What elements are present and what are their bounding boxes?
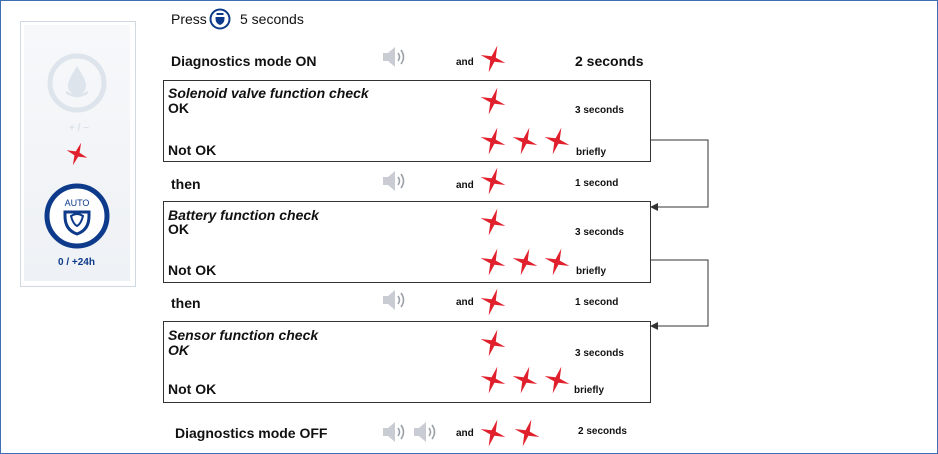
then-label: then (171, 176, 201, 192)
speaker-icon (383, 422, 405, 442)
not-ok-duration: briefly (574, 385, 605, 396)
and-label: and (456, 428, 474, 439)
led-star-icon (480, 127, 506, 155)
water-drop-button-icon (47, 53, 107, 113)
led-star-icon (480, 329, 506, 357)
check-title: Sensor function check (168, 327, 319, 343)
then-duration: 1 second (575, 297, 619, 308)
speaker-icon (383, 290, 405, 310)
and-label: and (456, 297, 474, 308)
check-title: Battery function check (168, 207, 319, 223)
not-ok-duration: briefly (576, 266, 607, 277)
speaker-icon (414, 422, 436, 442)
led-star-icon (512, 366, 538, 394)
not-ok-duration: briefly (576, 147, 607, 158)
led-star-icon (514, 419, 540, 447)
svg-text:AUTO: AUTO (65, 198, 90, 208)
solenoid-check-box (163, 80, 651, 162)
then-label: then (171, 295, 201, 311)
led-star-icon (480, 208, 506, 236)
ok-duration: 3 seconds (575, 227, 624, 238)
led-star-icon (512, 248, 538, 276)
auto-button-icon: AUTO (44, 183, 110, 249)
press-duration: 5 seconds (240, 11, 304, 27)
ok-label: OK (168, 342, 189, 358)
diagnostics-on-label: Diagnostics mode ON (171, 53, 317, 69)
led-star-icon (544, 127, 570, 155)
auto-button-small-icon (209, 8, 231, 30)
led-star-icon (480, 248, 506, 276)
arrow-to-sensor-check (651, 259, 709, 327)
arrowhead-icon (650, 322, 658, 330)
led-star-icon (544, 366, 570, 394)
then-duration: 1 second (575, 178, 619, 189)
led-star-icon (480, 167, 506, 195)
arrowhead-icon (650, 203, 658, 211)
and-label: and (456, 57, 474, 68)
and-label: and (456, 180, 474, 191)
check-title: Solenoid valve function check (168, 85, 369, 101)
ok-label: OK (168, 100, 189, 116)
arrow-to-battery-check (651, 139, 709, 208)
speaker-icon (383, 47, 405, 67)
ok-duration: 3 seconds (575, 105, 624, 116)
on-duration: 2 seconds (575, 53, 644, 69)
ok-duration: 3 seconds (575, 348, 624, 359)
speaker-icon (383, 171, 405, 191)
led-star-icon (480, 288, 506, 316)
ok-label: OK (168, 221, 189, 237)
not-ok-label: Not OK (168, 262, 217, 278)
battery-check-box (163, 201, 651, 283)
led-star-icon (480, 45, 506, 73)
led-star-icon (544, 248, 570, 276)
diagnostics-off-label: Diagnostics mode OFF (175, 425, 328, 441)
led-star-icon (512, 127, 538, 155)
off-duration: 2 seconds (578, 426, 627, 437)
led-star-icon (66, 142, 88, 166)
not-ok-label: Not OK (168, 381, 217, 397)
press-prefix: Press (171, 11, 207, 27)
plus-minus-label: + / − (69, 123, 90, 134)
sensor-check-box (163, 321, 651, 403)
led-star-icon (480, 87, 506, 115)
led-star-icon (480, 366, 506, 394)
range-label: 0 / +24h (58, 257, 95, 268)
not-ok-label: Not OK (168, 142, 217, 158)
led-star-icon (480, 419, 506, 447)
